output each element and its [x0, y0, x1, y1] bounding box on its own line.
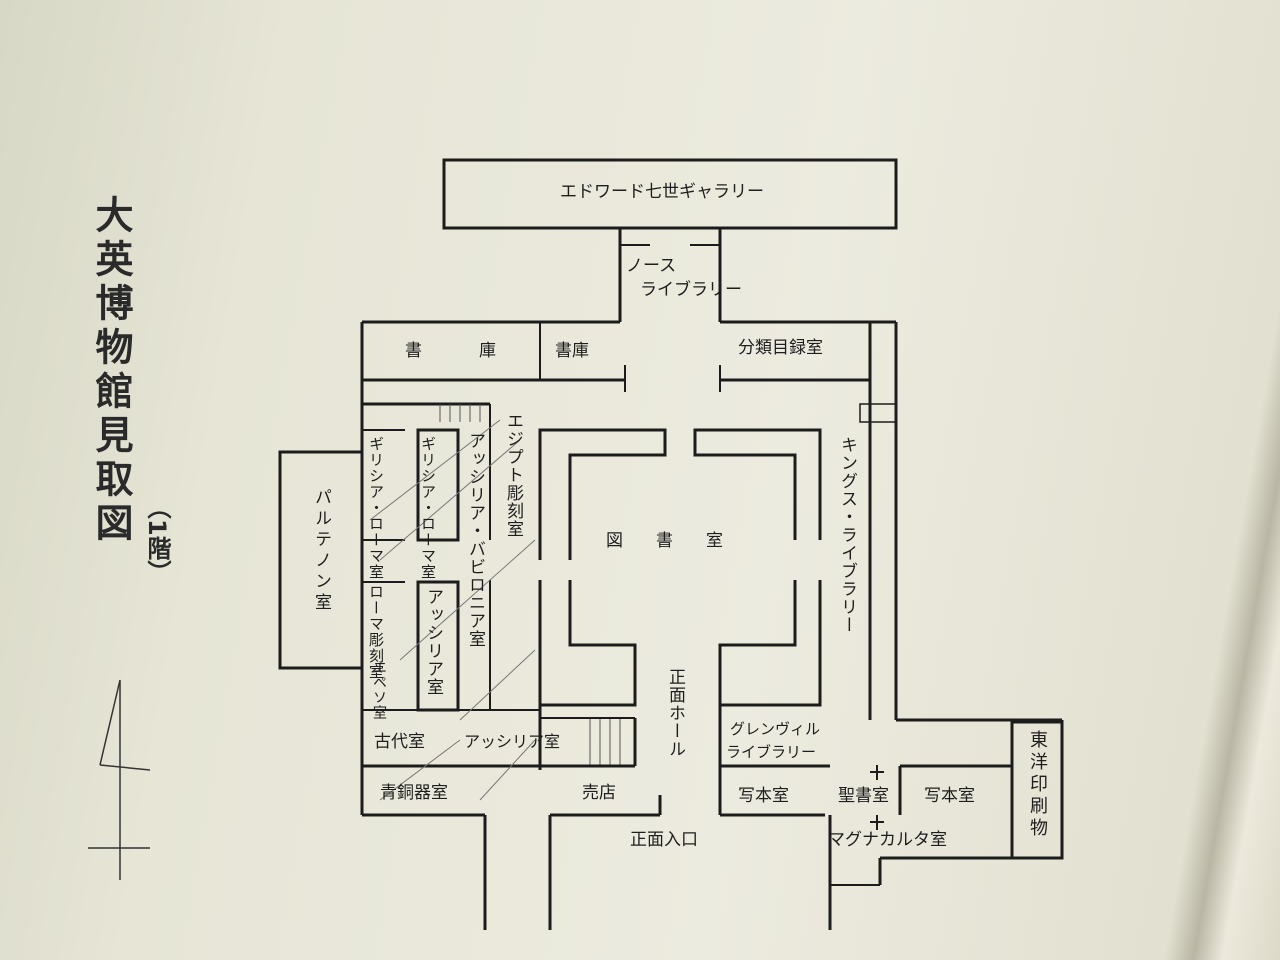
room-bronze: 青銅器室 — [380, 783, 448, 803]
room-manuscripts-2: 写本室 — [924, 786, 975, 806]
room-north-library-1: ノース — [626, 256, 677, 276]
room-kings-library: キングス・ライブラリー — [837, 436, 857, 634]
room-assyria-2: アッシリア室 — [464, 732, 561, 751]
main-entrance-label: 正面入口 — [630, 830, 698, 850]
room-greek-roman-2: ギリシア・ローマ室 — [419, 436, 437, 580]
room-edward-vii-gallery: エドワード七世ギャラリー — [560, 182, 764, 202]
room-shop: 売店 — [582, 783, 616, 803]
room-manuscripts-1: 写本室 — [738, 786, 789, 806]
room-ephesus: エペソ室 — [371, 660, 387, 720]
room-egyptian-sculpture: エジプト彫刻室 — [503, 412, 523, 538]
room-parthenon: パルテノン室 — [311, 488, 331, 614]
room-grenville-library-1: グレンヴィル — [730, 720, 821, 738]
edward-gallery-outline — [442, 158, 898, 230]
room-assyria-1: アッシリア室 — [423, 588, 443, 696]
room-bible: 聖書室 — [838, 786, 889, 806]
room-front-hall: 正面ホール — [665, 668, 685, 758]
room-north-library-2: ライブラリー — [640, 280, 742, 300]
room-magna-carta: マグナカルタ室 — [828, 830, 947, 850]
plan-title: 大英博物館見取図 — [89, 195, 133, 547]
floor-label: （1階） — [143, 495, 171, 584]
room-assyria-babylonia: アッシリア・バビロニア室 — [465, 432, 485, 648]
north-arrow-icon — [88, 679, 151, 880]
room-stacks-2: 書庫 — [555, 341, 589, 361]
room-grenville-library-2: ライブラリー — [726, 743, 817, 761]
room-reading-room: 図 書 室 — [606, 531, 731, 551]
room-ancient: 古代室 — [374, 732, 425, 752]
room-oriental-prints: 東洋印刷物 — [1027, 730, 1048, 840]
room-greek-roman-1: ギリシア・ローマ室 — [367, 436, 385, 580]
room-roman-sculpture: ローマ彫刻室 — [367, 584, 385, 680]
room-catalogue: 分類目録室 — [738, 338, 823, 358]
room-stacks-1: 書 庫 — [405, 341, 516, 361]
